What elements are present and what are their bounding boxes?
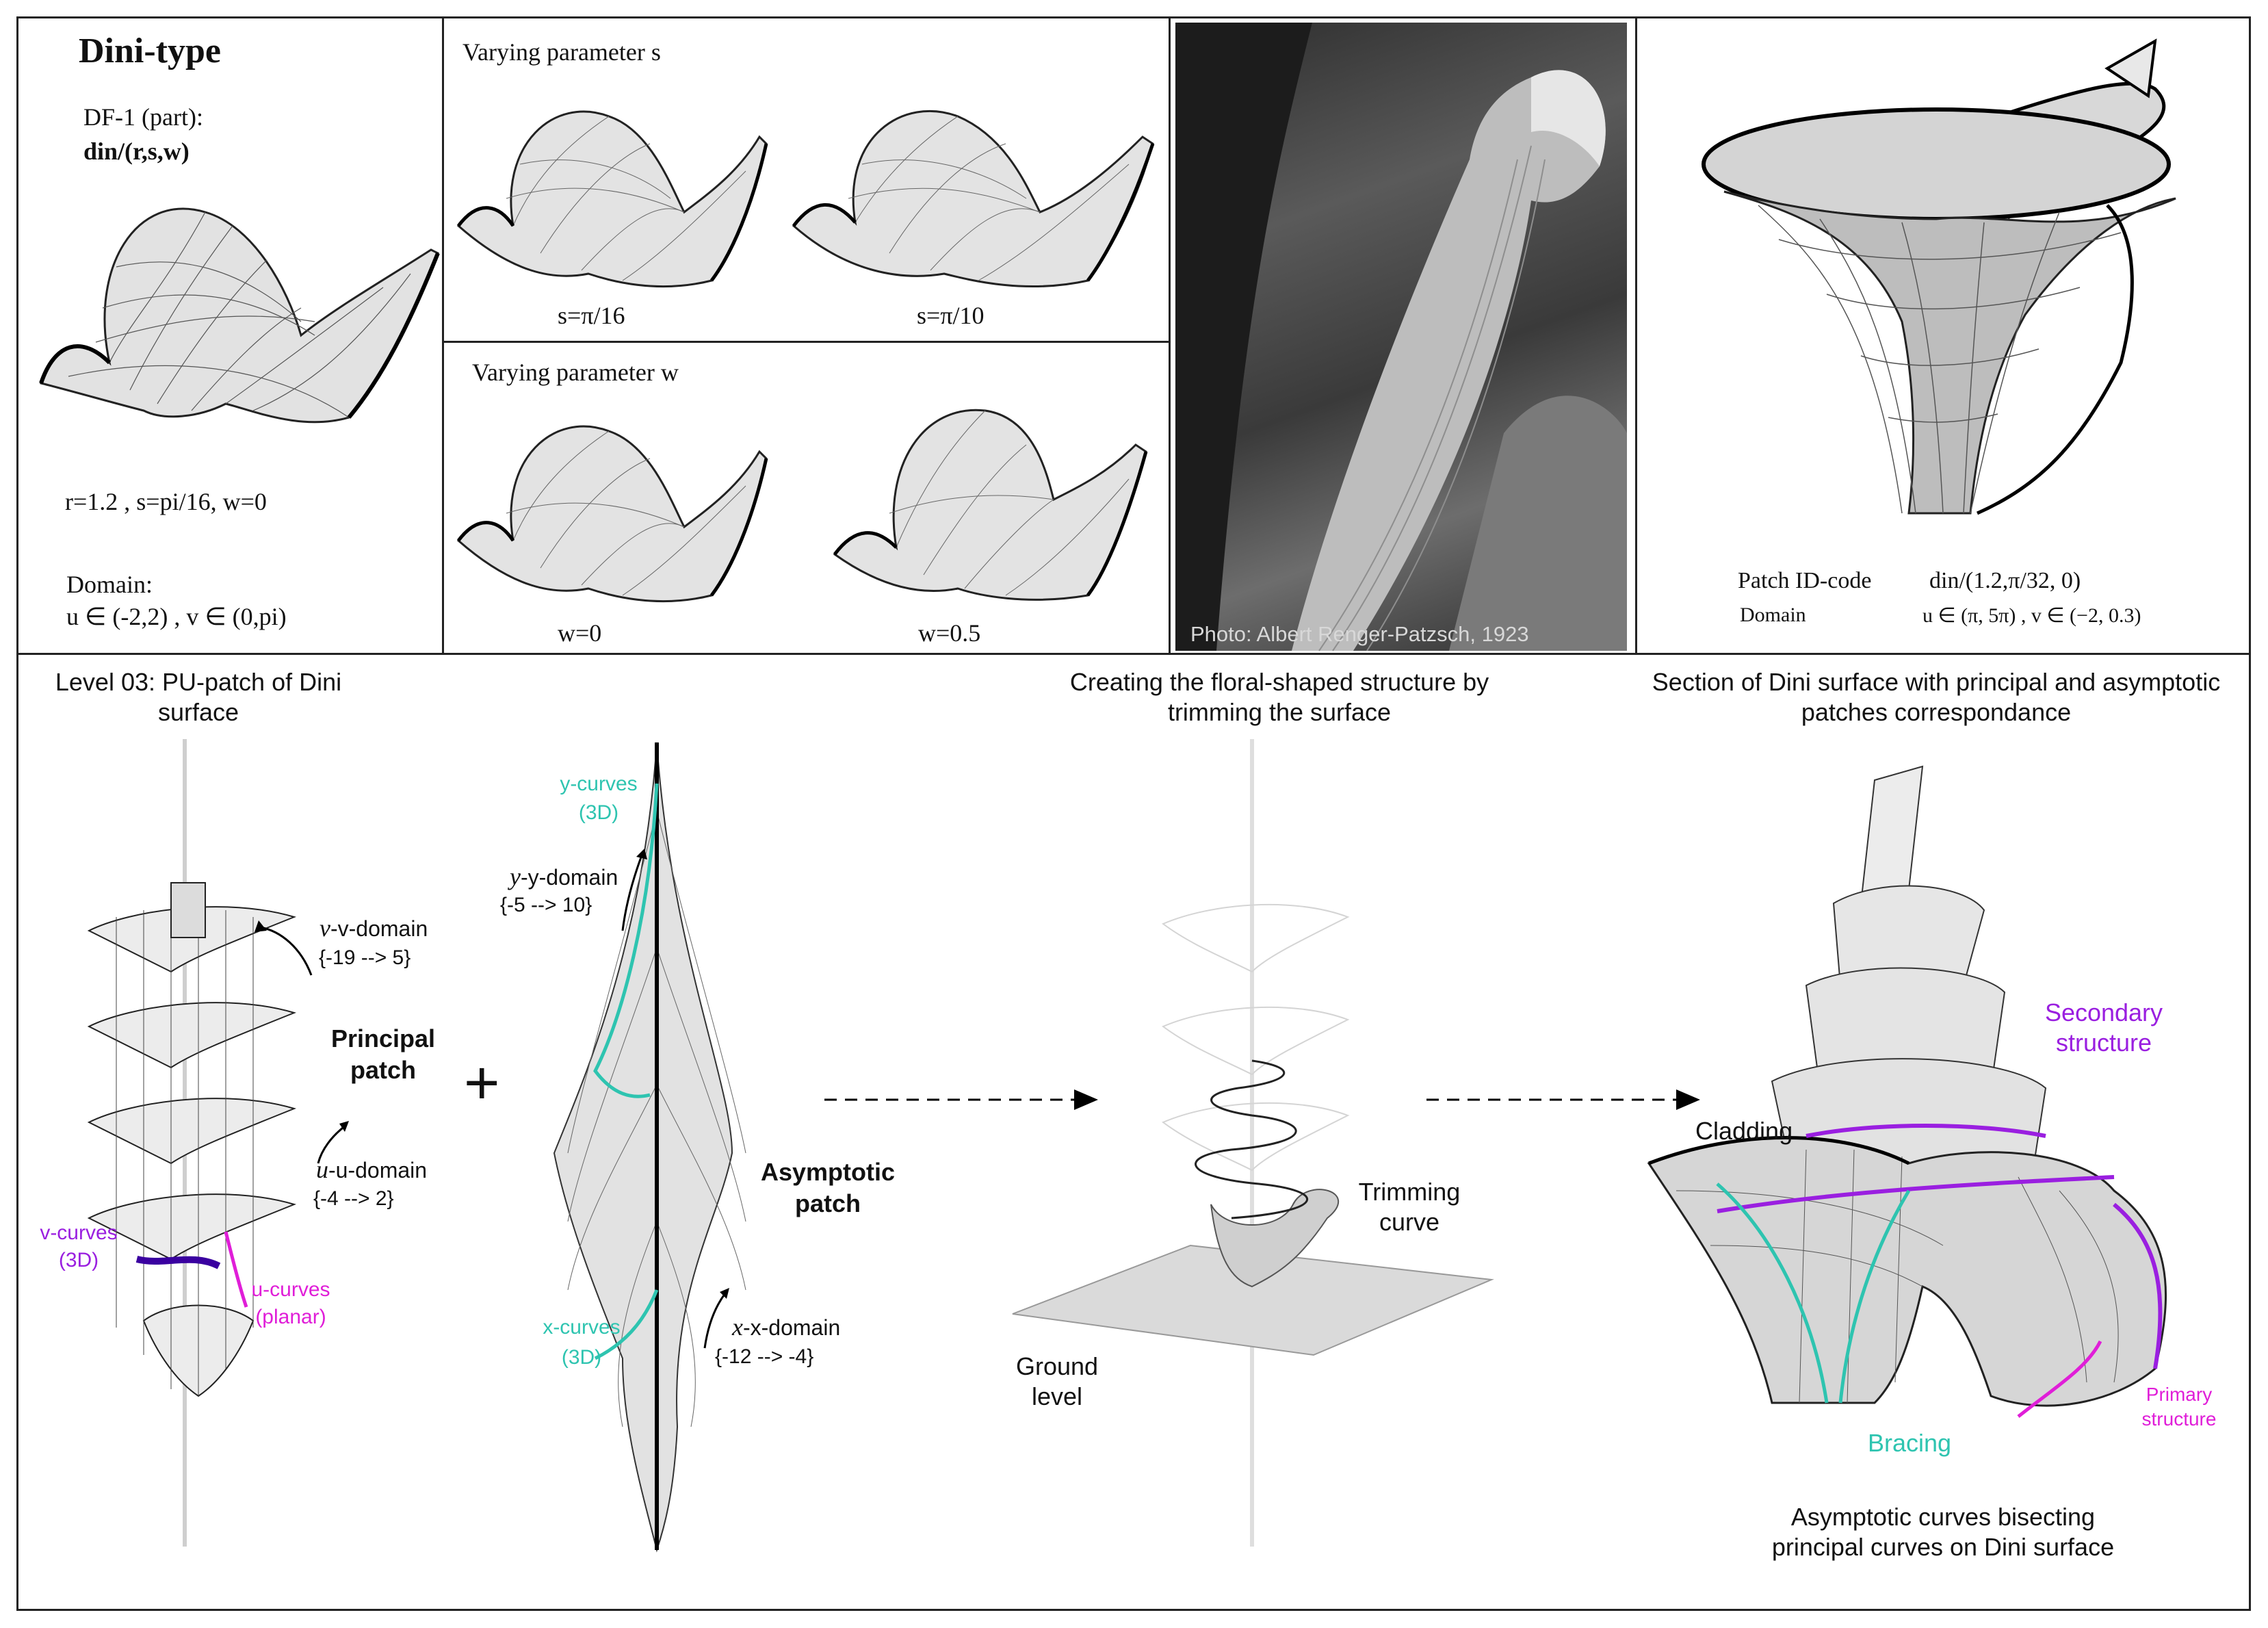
patch-id-value: din/(1.2,π/32, 0) <box>1929 568 2081 593</box>
w-right-caption: w=0.5 <box>918 619 981 647</box>
asymptotic-patch-drawing <box>553 742 746 1553</box>
surface-w-05 <box>833 409 1148 601</box>
figure-frame <box>16 16 2251 1611</box>
x-domain-range: {-12 --> -4} <box>715 1345 814 1368</box>
x-curves-label: x-curves (3D) <box>543 1316 621 1369</box>
y-curves-label: y-curves (3D) <box>560 773 638 824</box>
y-domain-range: {-5 --> 10} <box>500 894 592 916</box>
primary-structure-label: Primary structure <box>2141 1384 2217 1430</box>
dini-domain-value: u ∈ (-2,2) , v ∈ (0,pi) <box>66 603 287 630</box>
photo-credit: Photo: Albert Renger-Patzsch, 1923 <box>1190 622 1529 646</box>
section-title: Section of Dini surface with principal a… <box>1652 668 2221 726</box>
vary-w-title: Varying parameter w <box>472 359 679 386</box>
df-label: DF-1 (part): <box>83 103 203 131</box>
patch-id-label: Patch ID-code <box>1738 568 1872 593</box>
surface-s-pi16 <box>456 110 768 288</box>
s-w-divider <box>442 341 1169 343</box>
col-divider-1 <box>442 16 444 653</box>
dini-funnel-drawing <box>1702 38 2176 515</box>
secondary-structure-label: Secondary structure <box>2044 998 2163 1057</box>
trimming-drawing <box>1012 739 1494 1547</box>
w-left-caption: w=0 <box>558 619 602 647</box>
floral-structure-drawing <box>1647 765 2167 1418</box>
principal-patch-drawing <box>87 739 297 1547</box>
u-domain-range: {-4 --> 2} <box>313 1187 394 1210</box>
bisect-caption: Asymptotic curves bisecting principal cu… <box>1771 1503 2115 1561</box>
patch-domain-value: u ∈ (π, 5π) , v ∈ (−2, 0.3) <box>1922 604 2141 627</box>
s-right-caption: s=π/10 <box>917 302 985 329</box>
calla-lily-illustration <box>1175 23 1627 651</box>
v-domain-range: {-19 --> 5} <box>319 946 411 969</box>
col-divider-2 <box>1169 16 1171 653</box>
asymptotic-patch-label: Asymptotic patch <box>760 1158 896 1217</box>
v-domain-label: v-v-domain <box>320 914 428 942</box>
u-curves-label: u-curves (planar) <box>251 1278 330 1328</box>
level-title: Level 03: PU-patch of Dini surface <box>55 668 342 726</box>
s-left-caption: s=π/16 <box>558 302 625 329</box>
ground-level-label: Ground level <box>1015 1352 1099 1410</box>
dini-domain-label: Domain: <box>66 571 153 598</box>
dini-formula: din/(r,s,w) <box>83 138 190 165</box>
cladding-label: Cladding <box>1695 1117 1793 1145</box>
dini-surface-drawing <box>39 207 440 424</box>
principal-patch-label: Principal patch <box>330 1024 436 1084</box>
surface-w-0 <box>456 425 768 603</box>
vary-s-title: Varying parameter s <box>462 38 661 66</box>
calla-lily-photo: Photo: Albert Renger-Patzsch, 1923 <box>1175 23 1627 651</box>
v-curves-label: v-curves (3D) <box>40 1222 118 1271</box>
col-divider-3 <box>1635 16 1637 653</box>
x-domain-label: x-x-domain <box>732 1313 841 1341</box>
y-domain-label: y-y-domain <box>510 863 618 890</box>
trimming-curve-label: Trimming curve <box>1358 1178 1461 1236</box>
row-divider <box>16 653 2251 655</box>
patch-domain-label: Domain <box>1740 604 1806 626</box>
bracing-label: Bracing <box>1868 1429 1952 1457</box>
dini-title: Dini-type <box>79 31 221 70</box>
plus-sign: + <box>464 1049 500 1117</box>
trim-title: Creating the floral-shaped structure by … <box>1069 668 1489 726</box>
surface-s-pi10 <box>792 109 1155 288</box>
dini-params: r=1.2 , s=pi/16, w=0 <box>65 488 267 515</box>
